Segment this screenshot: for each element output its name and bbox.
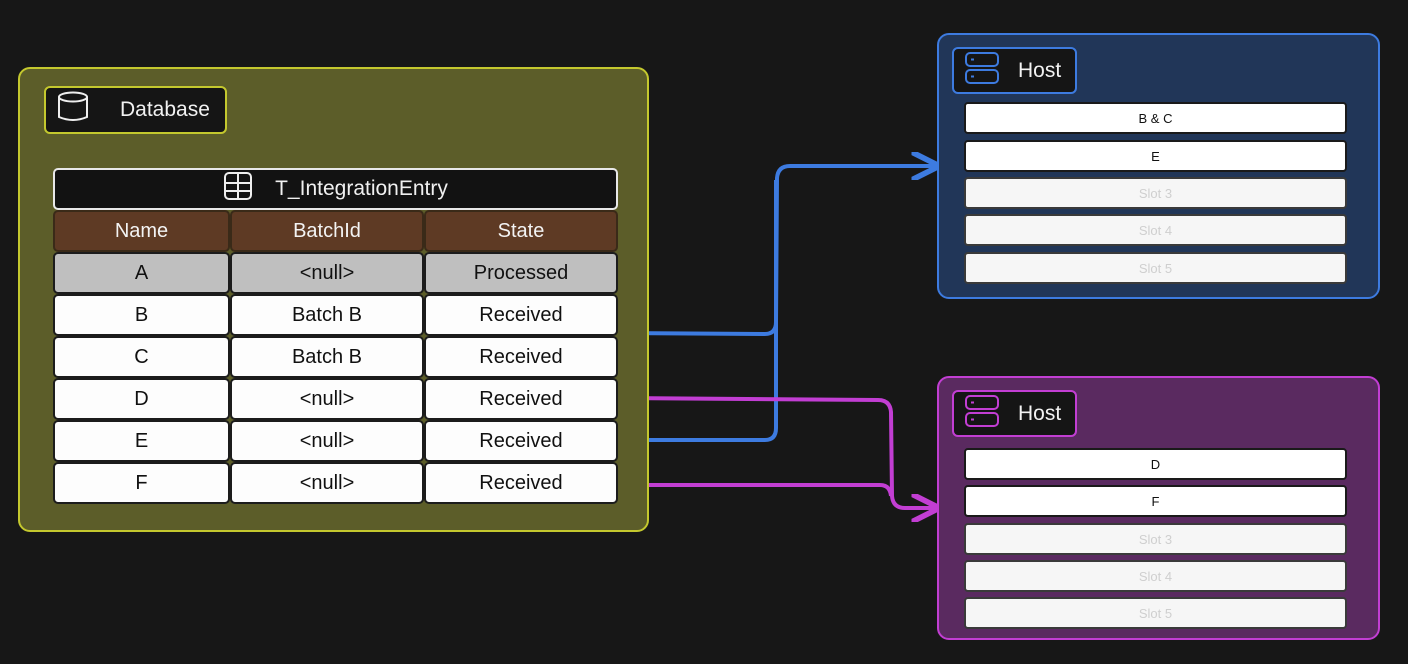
table-icon [223,171,253,207]
host-group-2: Host D F Slot 3 Slot 4 Slot 5 [937,376,1380,640]
connector-d-to-host2 [613,396,934,508]
host-slot-empty: Slot 4 [964,214,1347,246]
table-cell-state: Received [424,420,618,462]
host-slot: D [964,448,1347,480]
table-cell-batch: Batch B [230,336,424,378]
table-cell-state: Received [424,378,618,420]
table-cell-name: D [53,378,230,420]
server-icon [964,51,1000,91]
host-slot-empty: Slot 3 [964,523,1347,555]
server-icon [964,394,1000,434]
database-group: Database T_IntegrationEntry Name BatchId… [18,67,649,532]
host-slot-empty: Slot 5 [964,252,1347,284]
table-cell-name: F [53,462,230,504]
host-label-text: Host [1018,401,1062,425]
column-header-name: Name [53,210,230,252]
host-label-text: Host [1018,58,1062,82]
table-cell-batch: Batch B [230,294,424,336]
table-cell-batch: <null> [230,378,424,420]
table-cell-name: E [53,420,230,462]
column-header-batchid: BatchId [230,210,424,252]
table-cell-name: C [53,336,230,378]
table-cell-batch: <null> [230,420,424,462]
column-header-state: State [424,210,618,252]
connector-f-to-host2 [614,483,893,497]
host-slot: E [964,140,1347,172]
connector-e-to-host1 [614,180,778,442]
table-cell-batch: <null> [230,252,424,294]
table-cell-state: Received [424,294,618,336]
database-label: Database [44,86,227,134]
host-slot-empty: Slot 5 [964,597,1347,629]
host-slot: F [964,485,1347,517]
host-slot: B & C [964,102,1347,134]
host-group-1: Host B & C E Slot 3 Slot 4 Slot 5 [937,33,1380,299]
host-label: Host [952,390,1077,437]
database-icon [56,90,90,130]
table-cell-state: Received [424,462,618,504]
table-title: T_IntegrationEntry [53,168,618,210]
table-cell-name: B [53,294,230,336]
host-slot-empty: Slot 4 [964,560,1347,592]
database-label-text: Database [120,98,210,121]
table-title-text: T_IntegrationEntry [275,177,448,200]
table-cell-state: Received [424,336,618,378]
host-label: Host [952,47,1077,94]
table-cell-state: Processed [424,252,618,294]
table-cell-batch: <null> [230,462,424,504]
host-slot-empty: Slot 3 [964,177,1347,209]
table-cell-name: A [53,252,230,294]
